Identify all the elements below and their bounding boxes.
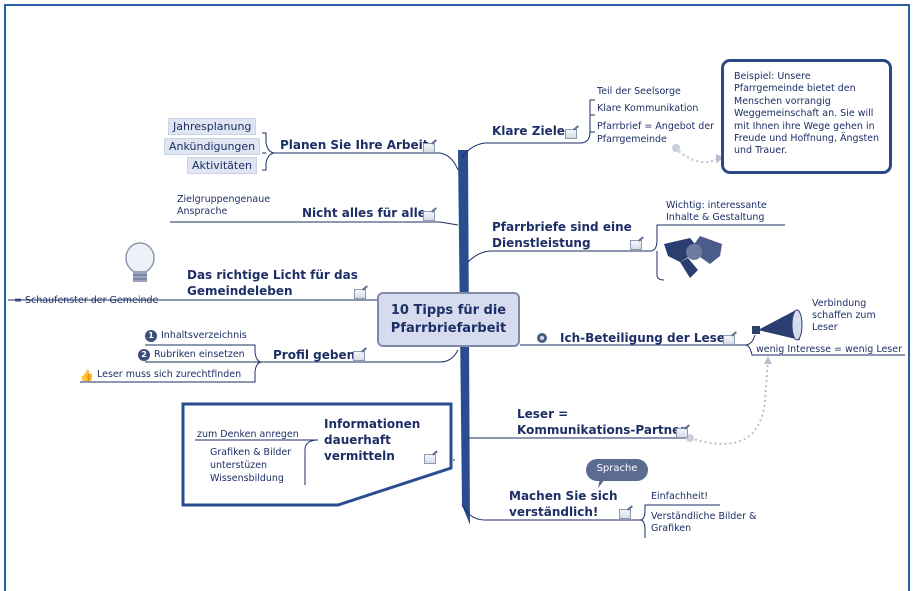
subtopic-verbindung-line1: Verbindung	[812, 298, 867, 309]
subtopic-kommunikation: Klare Kommunikation	[597, 103, 699, 114]
subtopic-inhaltsverzeichnis: Inhaltsverzeichnis	[161, 330, 247, 341]
note-icon[interactable]	[423, 143, 435, 153]
subtopic-verbindung-line2: schaffen zum	[812, 310, 876, 321]
branch-profil[interactable]: Profil geben	[273, 348, 356, 362]
lightbulb-icon	[125, 242, 155, 282]
branch-dienst-line2[interactable]: Dienstleistung	[492, 236, 591, 250]
line-profil	[262, 349, 459, 363]
branch-partner-line1[interactable]: Leser =	[517, 407, 569, 421]
subtopic-zielgruppe-line2: Ansprache	[177, 206, 228, 217]
subtopic-angebot-line2: Pfarrgemeinde	[597, 134, 667, 145]
branch-dienst-line1[interactable]: Pfarrbriefe sind eine	[492, 220, 632, 234]
info-box-border	[181, 402, 453, 507]
callout-beispiel[interactable]: Beispiel: Unsere Pfarrgemeinde bietet de…	[721, 59, 892, 174]
subtopic-schaufenster: = Schaufenster der Gemeinde	[14, 295, 159, 306]
subtopic-verbindung-line3: Leser	[812, 322, 838, 333]
subtopic-ankuendigungen[interactable]: Ankündigungen	[164, 138, 261, 155]
branch-licht-line2[interactable]: Gemeindeleben	[187, 284, 293, 298]
handshake-icon	[664, 236, 722, 278]
subtopic-zielgruppe-line1: Zielgruppengenaue	[177, 194, 271, 205]
note-icon[interactable]	[423, 211, 435, 221]
number-badge-2: 2	[138, 349, 150, 361]
branch-ziele[interactable]: Klare Ziele	[492, 124, 565, 138]
subtopic-jahresplanung[interactable]: Jahresplanung	[168, 118, 257, 135]
note-icon[interactable]	[353, 351, 365, 361]
subtopic-zurechtfinden: Leser muss sich zurechtfinden	[97, 369, 242, 380]
branch-informationen-line1[interactable]: Informationen	[324, 417, 421, 431]
subtopic-seelsorge: Teil der Seelsorge	[597, 86, 681, 97]
relation-ziele-callout	[674, 147, 719, 164]
subtopic-grafiken-line3: Wissensbildung	[210, 473, 284, 484]
subtopic-bilder-line2: Grafiken	[651, 523, 692, 534]
line-dienst	[467, 250, 650, 263]
note-icon[interactable]	[630, 240, 642, 250]
subtopic-wichtig-line1: Wichtig: interessante	[666, 200, 767, 211]
relation-partner-beteiligung	[689, 359, 769, 445]
note-icon[interactable]	[565, 129, 577, 139]
subtopic-einfachheit: Einfachheit!	[651, 491, 709, 502]
central-topic-line1: 10 Tipps für die	[390, 303, 507, 318]
line-ziele	[461, 142, 580, 159]
note-icon[interactable]	[676, 428, 688, 438]
branch-licht-line1[interactable]: Das richtige Licht für das	[187, 268, 358, 282]
note-icon[interactable]	[619, 509, 631, 519]
central-topic-line2: Pfarrbriefarbeit	[390, 321, 507, 336]
branch-planen[interactable]: Planen Sie Ihre Arbeit	[280, 138, 429, 152]
subtopic-wenig-interesse: wenig Interesse = wenig Leser	[756, 344, 902, 355]
branch-informationen-line2[interactable]: dauerhaft	[324, 433, 391, 447]
note-icon[interactable]	[723, 335, 735, 345]
line-verstaendlich	[461, 504, 640, 521]
note-icon[interactable]	[424, 454, 436, 464]
branch-verstaendlich-line2[interactable]: verständlich!	[509, 505, 599, 519]
note-icon[interactable]	[354, 289, 366, 299]
subtopic-angebot-line1: Pfarrbrief = Angebot der	[597, 121, 715, 132]
subtopic-rubriken: Rubriken einsetzen	[154, 349, 245, 360]
branch-verstaendlich-line1[interactable]: Machen Sie sich	[509, 489, 618, 503]
line-nicht-alles	[300, 221, 459, 226]
branch-informationen-line3[interactable]: vermitteln	[324, 449, 395, 463]
subtopic-grafiken-line2: unterstüzen	[210, 460, 268, 471]
branch-partner-line2[interactable]: Kommunikations-Partner	[517, 423, 687, 437]
attachment-icon	[537, 333, 547, 343]
megaphone-icon	[752, 309, 803, 341]
line-planen	[275, 152, 459, 171]
diagram-frame	[4, 4, 910, 591]
subtopic-grafiken-line1: Grafiken & Bilder	[210, 447, 292, 458]
number-badge-1: 1	[145, 330, 157, 342]
branch-beteiligung[interactable]: Ich-Beteiligung der Leser	[560, 331, 731, 345]
subtopic-denken: zum Denken anregen	[197, 429, 299, 440]
speech-bubble-sprache[interactable]: Sprache	[586, 459, 648, 481]
thumbs-up-icon: 👍	[80, 369, 94, 382]
subtopic-bilder-line1: Verständliche Bilder &	[651, 511, 757, 522]
central-topic[interactable]: 10 Tipps für die Pfarrbriefarbeit	[377, 292, 520, 347]
subtopic-wichtig-line2: Inhalte & Gestaltung	[666, 212, 765, 223]
subtopic-aktivitaeten[interactable]: Aktivitäten	[187, 157, 257, 174]
branch-nicht-alles[interactable]: Nicht alles für alle	[302, 206, 426, 220]
